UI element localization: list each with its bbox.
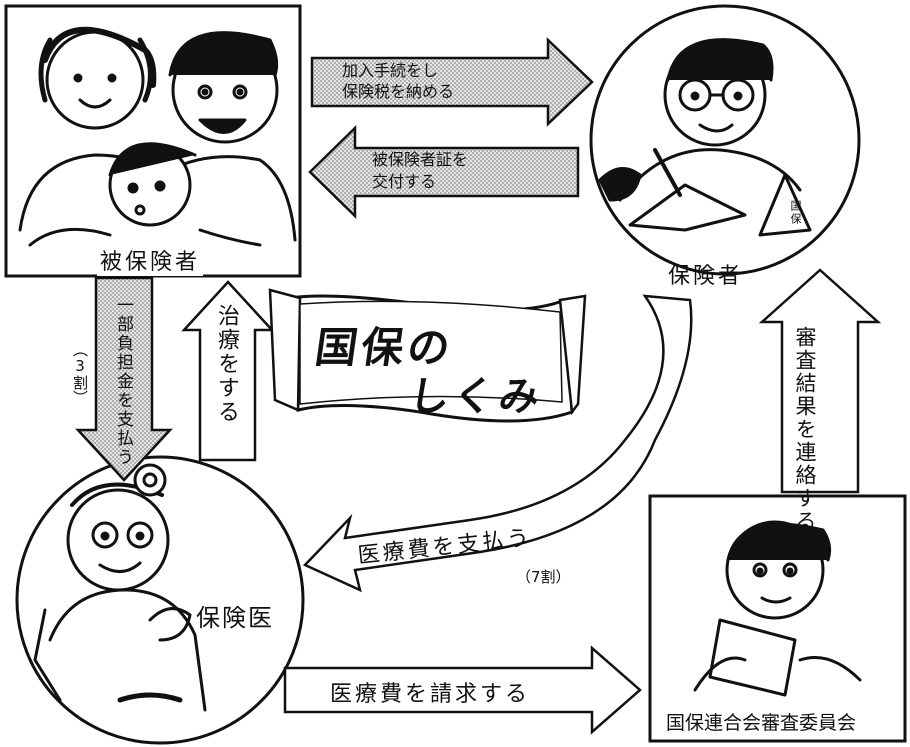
insured-label: 被保険者: [97, 244, 204, 276]
copay-ratio-label: （3割）: [71, 342, 89, 405]
enroll-label: 加入手続をし 保険税を納める: [342, 61, 455, 101]
treatment-label: 治療をする: [214, 304, 239, 424]
copay-arrow: [75, 276, 173, 482]
enroll-arrow: [310, 37, 594, 127]
result-arrow: [758, 268, 882, 494]
insured-box: [4, 4, 302, 278]
committee-box: [648, 494, 907, 743]
insurer-label: 保険者: [668, 264, 744, 289]
claim-arrow: [283, 645, 642, 735]
doctor-circle: [15, 455, 305, 745]
doctor-illustration: [33, 463, 207, 712]
insurer-badge: 国保: [789, 200, 802, 226]
claim-label: 医療費を請求する: [330, 682, 531, 707]
payment-ratio-label: （7割）: [516, 568, 571, 586]
insurer-illustration: [598, 38, 812, 237]
title-banner: [268, 288, 587, 423]
payment-arrow: [302, 294, 693, 593]
result-label: 審査結果を連絡する: [793, 326, 817, 533]
issue-card-arrow: [308, 125, 580, 219]
insurer-circle: [589, 4, 861, 276]
treatment-arrow: [181, 280, 275, 462]
issue-card-label: 被保険者証を 交付する: [372, 150, 469, 191]
title-line2: しくみ: [406, 374, 547, 420]
committee-illustration: [693, 520, 862, 697]
doctor-label: 保険医: [196, 604, 274, 632]
copay-label: 一部負担金を支払う: [113, 296, 133, 467]
committee-label: 国保連合会審査委員会: [664, 708, 859, 735]
family-illustration: [18, 26, 297, 247]
